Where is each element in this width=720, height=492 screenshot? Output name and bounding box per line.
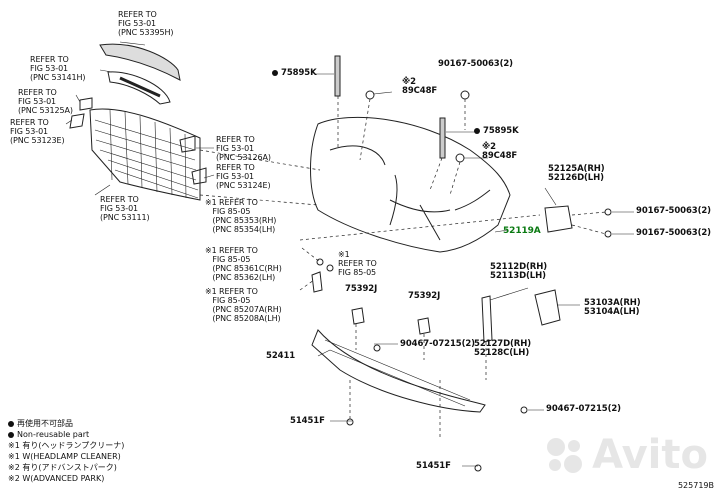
avito-watermark: Avito xyxy=(542,432,708,478)
legend-note2-en: ※2 W(ADVANCED PARK) xyxy=(8,474,105,483)
callout-ref-53126a: REFER TO FIG 53-01 (PNC 53126A) xyxy=(216,135,271,162)
upper-grille-moulding xyxy=(99,43,181,81)
callout-75392j-right: 75392J xyxy=(408,291,441,301)
figure-code: 525719B xyxy=(677,481,714,490)
callout-51451f-1: 51451F xyxy=(290,416,325,426)
moulding-53124e xyxy=(191,167,207,185)
callout-89c48f-top: ※2 89C48F xyxy=(402,77,438,96)
camera-75392j-right xyxy=(417,317,431,335)
cover-53103a xyxy=(534,289,561,326)
moulding-53126a xyxy=(179,135,196,153)
callout-52119a: 52119A xyxy=(503,226,541,236)
callout-90167-r1: 90167-50063(2) xyxy=(636,206,711,216)
legend-note1-en: ※1 W(HEADLAMP CLEANER) xyxy=(8,452,121,461)
callout-75895k-mid: 75895K xyxy=(474,127,519,136)
bolt-90167-top xyxy=(460,90,470,100)
callout-ref-85361: ※1 REFER TO FIG 85-05 (PNC 85361C(RH) (P… xyxy=(205,246,282,282)
clip-89c48f-top xyxy=(365,90,375,100)
avito-wordmark: Avito xyxy=(592,432,708,478)
radiator-grille xyxy=(89,108,201,201)
legend-non-reusable-en: Non-reusable part xyxy=(8,429,89,440)
camera-75392j-left xyxy=(351,307,365,325)
grille-emblem-bar xyxy=(107,71,171,105)
callout-90167-top: 90167-50063(2) xyxy=(438,59,513,69)
callout-ref-85207: ※1 REFER TO FIG 85-05 (PNC 85207A(RH) (P… xyxy=(205,287,282,323)
legend-non-reusable-jp: 再使用不可部品 xyxy=(8,418,73,429)
legend-note2-jp: ※2 有り(アドバンストパーク) xyxy=(8,463,117,472)
callout-ref-53125a: REFER TO FIG 53-01 (PNC 53125A) xyxy=(18,88,73,115)
callout-ref-85-05-mid: ※1 REFER TO FIG 85-05 xyxy=(338,250,377,277)
callout-53103a: 53103A(RH) 53104A(LH) xyxy=(584,298,641,317)
callout-ref-53111: REFER TO FIG 53-01 (PNC 53111) xyxy=(100,195,150,222)
seal-75895k-top xyxy=(334,55,341,97)
callout-52411: 52411 xyxy=(266,351,296,361)
callout-75895k-top: 75895K xyxy=(272,69,317,78)
moulding-53123e xyxy=(69,113,85,129)
moulding-53125a xyxy=(79,97,93,111)
legend-note1-jp: ※1 有り(ヘッドランプクリーナ) xyxy=(8,441,125,450)
callout-ref-53124e: REFER TO FIG 53-01 (PNC 53124E) xyxy=(216,163,271,190)
callout-ref-53123e: REFER TO FIG 53-01 (PNC 53123E) xyxy=(10,118,65,145)
callout-ref-85353: ※1 REFER TO FIG 85-05 (PNC 85353(RH) (PN… xyxy=(205,198,277,234)
seal-75895k-mid xyxy=(439,117,446,159)
bracket-52125a xyxy=(544,205,573,233)
callout-ref-53395h: REFER TO FIG 53-01 (PNC 53395H) xyxy=(118,10,174,37)
callout-89c48f-mid: ※2 89C48F xyxy=(482,142,518,161)
callout-52125a: 52125A(RH) 52126D(LH) xyxy=(548,164,605,183)
bracket-52112d xyxy=(481,295,493,343)
callout-ref-53141h: REFER TO FIG 53-01 (PNC 53141H) xyxy=(30,55,86,82)
callout-51451f-2: 51451F xyxy=(416,461,451,471)
front-bumper-cover-52119a xyxy=(310,116,511,253)
callout-90167-r2: 90167-50063(2) xyxy=(636,228,711,238)
callout-90467-top: 90467-07215(2) xyxy=(400,339,475,349)
clip-89c48f-mid xyxy=(455,153,465,163)
callout-52127d: 52127D(RH) 52128C(LH) xyxy=(474,339,532,358)
callout-52112d: 52112D(RH) 52113D(LH) xyxy=(490,262,548,281)
avito-logo-icon xyxy=(547,438,583,473)
callout-90467-bot: 90467-07215(2) xyxy=(546,404,621,414)
callout-75392j-left: 75392J xyxy=(345,284,378,294)
